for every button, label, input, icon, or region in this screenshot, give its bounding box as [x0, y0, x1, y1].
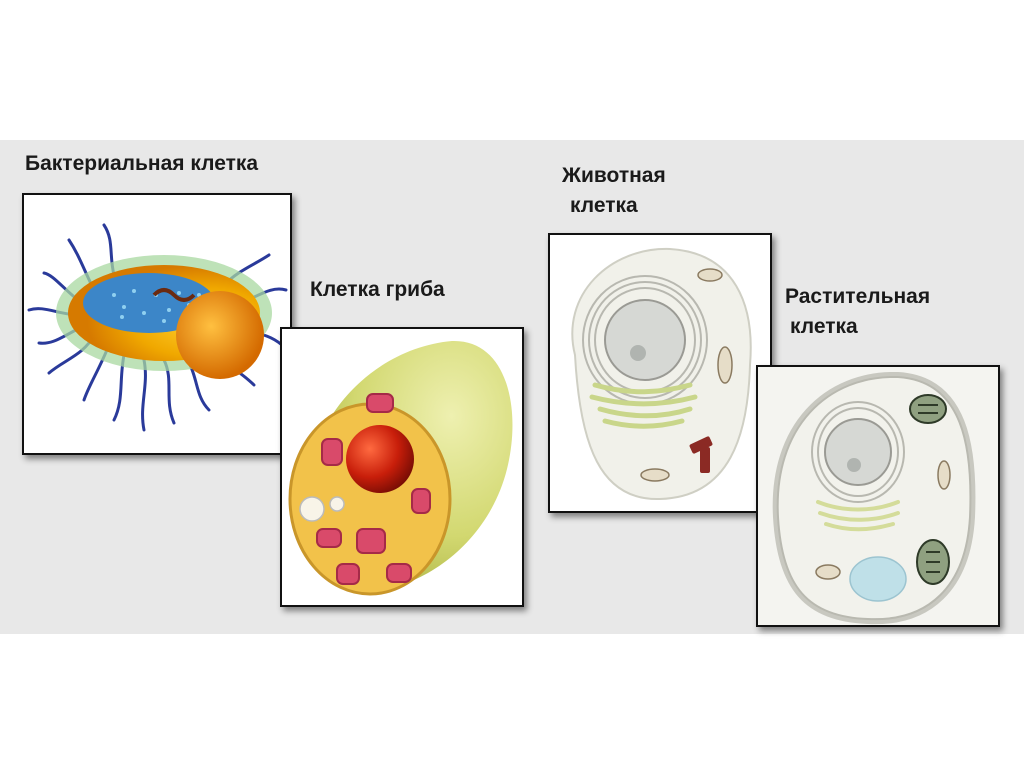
golgi-apparatus: [589, 382, 698, 429]
plant-vacuole: [849, 556, 907, 602]
animal-cell-illustration: [571, 247, 752, 501]
chloroplast-thylakoids: [918, 404, 940, 573]
bacterial-cell-illustration: [27, 223, 288, 432]
label-fungal-cell: Клетка гриба: [310, 278, 445, 301]
plant-cell-illustration: [758, 367, 998, 625]
label-animal-cell-line2: клетка: [570, 194, 638, 217]
plant-mitochondria: [815, 460, 951, 580]
animal-mitochondria: [640, 268, 733, 482]
label-plant-cell-line1: Растительная: [785, 285, 931, 308]
nucleoid: [152, 288, 196, 302]
fungal-cell-panel: [280, 327, 524, 607]
label-bacterial-cell: Бактериальная клетка: [25, 152, 259, 175]
plant-endoplasmic-reticulum: [811, 401, 905, 503]
animal-nucleus: [604, 299, 686, 381]
plant-golgi-apparatus: [816, 500, 900, 532]
plant-nucleus: [824, 418, 892, 486]
bacterial-cell-panel: [22, 193, 292, 455]
fungal-nucleus: [346, 425, 414, 493]
plant-cell-panel: [756, 365, 1000, 627]
fungal-vacuoles: [299, 496, 345, 522]
animal-cell-panel: [548, 233, 772, 513]
fungal-mitochondria: [316, 393, 431, 585]
bacterial-cell-pole: [176, 291, 264, 379]
label-animal-cell-line1: Животная: [562, 164, 666, 187]
fungal-cell-illustration: [288, 340, 513, 596]
plant-nucleolus: [847, 458, 861, 472]
label-plant-cell-line2: клетка: [790, 315, 858, 338]
centrioles: [689, 436, 713, 473]
animal-nucleolus: [630, 345, 646, 361]
